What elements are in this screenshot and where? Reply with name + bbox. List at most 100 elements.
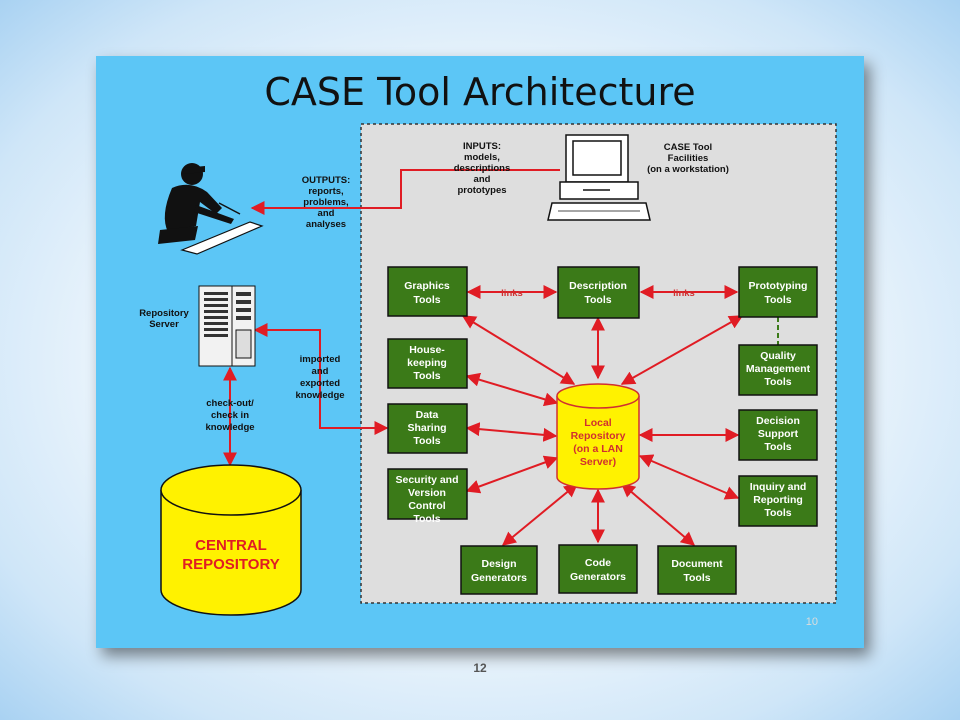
outputs-label-5: analyses [306,219,346,230]
checkout-label-1: check-out/ [206,398,254,409]
outputs-label-3: problems, [303,197,348,208]
inner-page-number: 10 [805,616,818,628]
inquiry-tools-box [738,475,818,527]
document-label-2: Tools [683,572,710,584]
links-label-left: links [501,288,523,299]
imported-label-2: and [312,366,329,377]
local-repo-label-4: Server) [580,456,616,468]
local-repo-label-1: Local [584,417,612,429]
repository-server-label-2: Server [149,319,179,330]
description-label-1: Description [569,280,627,292]
decision-label-1: Decision [756,415,800,427]
quality-tools-box [738,344,818,396]
decision-label-3: Tools [764,441,791,453]
prototyping-tools-box [738,266,818,318]
graphics-label-2: Tools [413,294,440,306]
document-label-1: Document [671,558,723,570]
graphics-tools-box [387,266,468,317]
arrow-security [465,455,559,494]
security-label-4: Tools [413,513,440,525]
security-label-1: Security and [395,474,458,486]
data-sharing-tools-box [387,403,468,454]
arrow-prototyping [620,315,744,385]
inquiry-label-2: Reporting [753,494,803,506]
imported-exported-arrow [253,323,389,435]
central-repository-cylinder [160,464,302,616]
decision-tools-box [738,409,818,461]
housekeeping-label-1: House- [409,344,445,356]
description-tools-box [557,266,640,319]
arrow-design [501,483,579,546]
data-sharing-label-2: Sharing [407,422,446,434]
arrow-document [620,483,696,546]
code-label-2: Generators [570,571,626,583]
inputs-label-4: and [474,174,491,185]
housekeeping-label-3: Tools [413,370,440,382]
case-facilities-label-1: CASE Tool [664,142,712,153]
security-tools-box [387,468,468,520]
description-label-2: Tools [584,294,611,306]
imported-label-4: knowledge [295,390,344,401]
inquiry-label-3: Tools [764,507,791,519]
links-label-right: links [673,288,695,299]
graphics-label-1: Graphics [404,280,450,292]
checkout-label-2: check in [211,410,249,421]
imported-label-1: imported [300,354,341,365]
design-label-1: Design [481,558,516,570]
outputs-label-2: reports, [308,186,343,197]
design-label-2: Generators [471,572,527,584]
case-facilities-label-2: Facilities [668,153,709,164]
workstation-icon [547,134,651,221]
code-label-1: Code [585,557,611,569]
code-generators-box [558,544,638,594]
inputs-label-2: models, [464,152,500,163]
housekeeping-tools-box [387,338,468,389]
local-repo-label-3: (on a LAN [573,443,623,455]
arrow-inquiry [638,454,740,500]
prototyping-label-1: Prototyping [749,280,808,292]
security-label-3: Control [408,500,445,512]
decision-label-2: Support [758,428,799,440]
prototyping-label-2: Tools [764,294,791,306]
case-facilities-label-3: (on a workstation) [647,164,729,175]
data-sharing-label-1: Data [416,409,439,421]
quality-label-1: Quality [760,350,796,362]
inputs-label-5: prototypes [457,185,506,196]
local-repository-cylinder [556,383,640,490]
inquiry-label-1: Inquiry and [750,481,807,493]
slide-title: CASE Tool Architecture [264,70,696,114]
arrow-housekeeping [465,372,559,407]
outputs-label-1: OUTPUTS: [302,175,351,186]
central-repo-label-1: CENTRAL [195,537,267,554]
repository-server-label-1: Repository [139,308,189,319]
outputs-label-4: and [318,208,335,219]
inputs-label-1: INPUTS: [463,141,501,152]
quality-label-2: Management [746,363,811,375]
arrow-data-sharing [465,422,558,442]
checkout-label-3: knowledge [205,422,254,433]
inputs-label-3: descriptions [454,163,511,174]
central-repo-label-2: REPOSITORY [182,556,280,573]
person-at-desk-icon [158,163,264,255]
arrow-graphics [461,315,576,385]
document-tools-box [657,545,737,595]
